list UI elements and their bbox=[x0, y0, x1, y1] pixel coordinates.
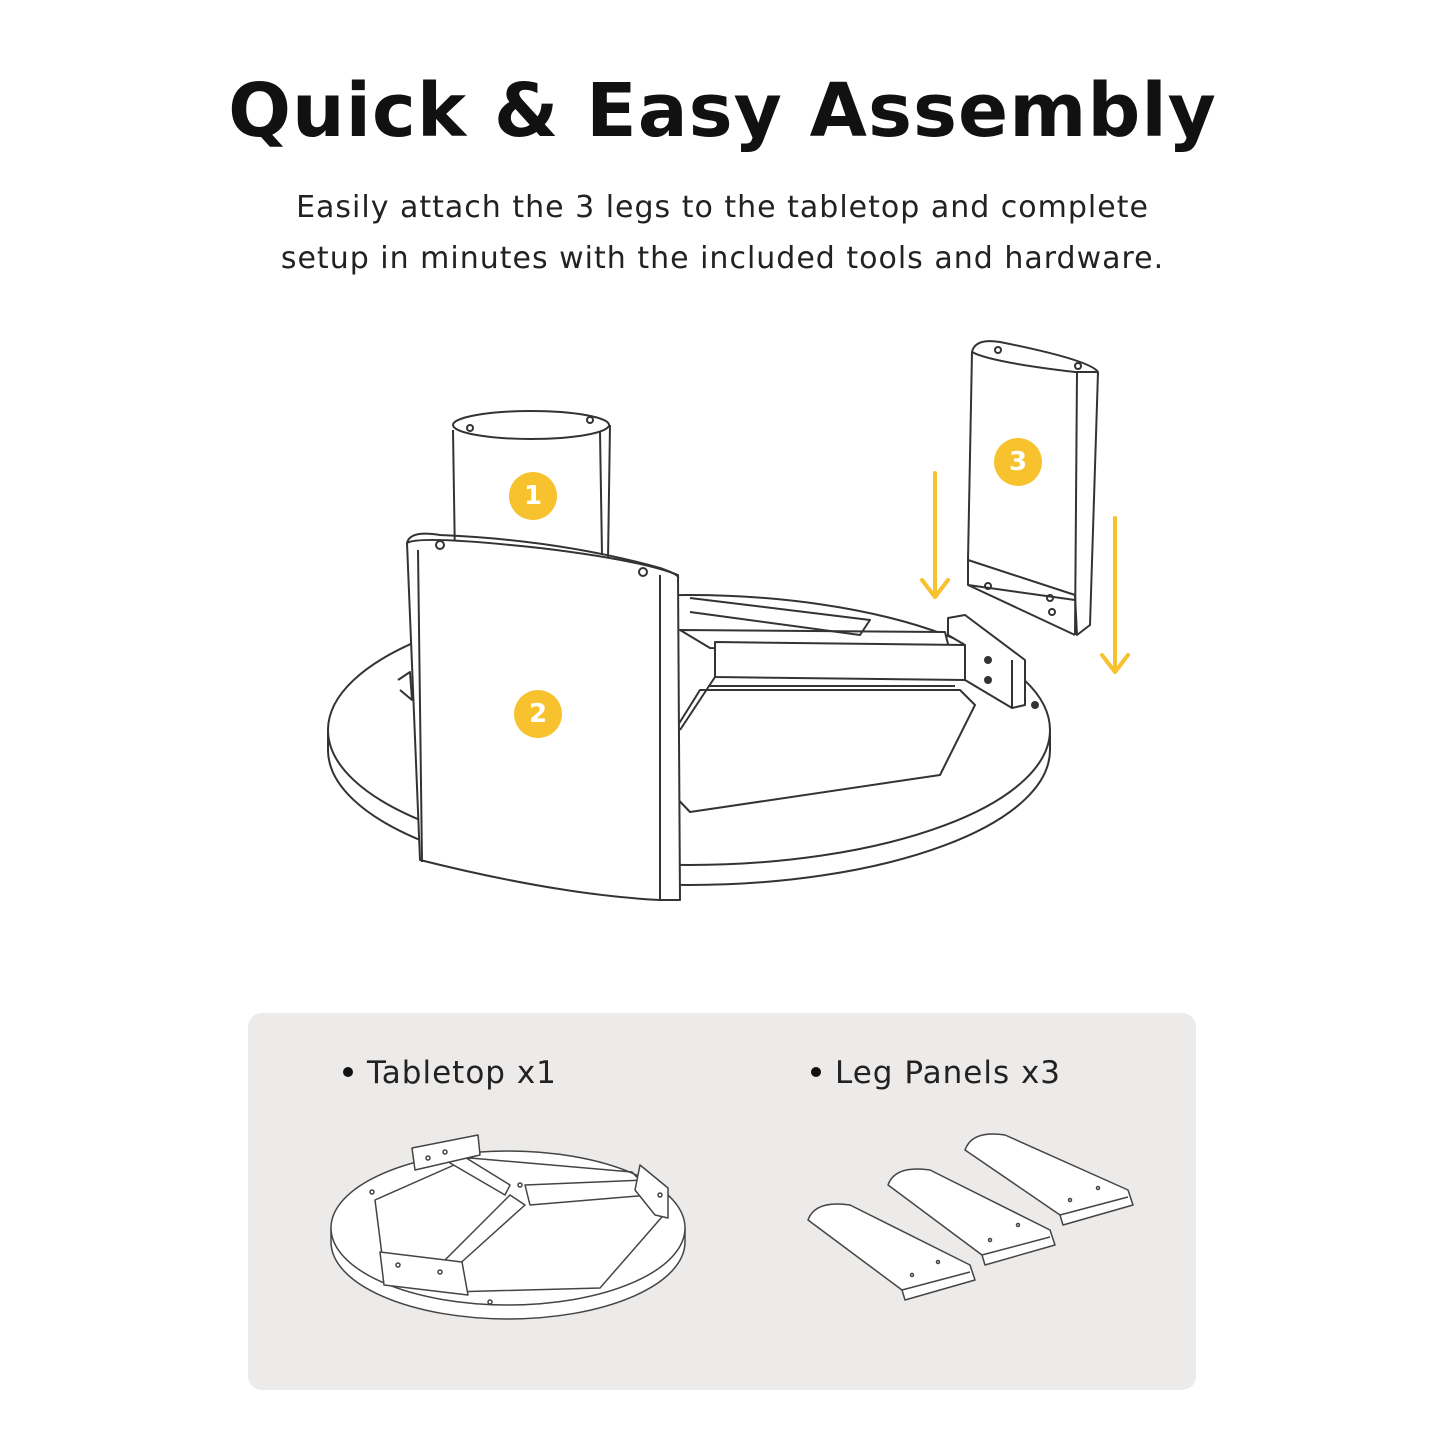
leg-badge-1: 1 bbox=[509, 472, 557, 520]
subtitle-line-2: setup in minutes with the included tools… bbox=[280, 241, 1165, 276]
bullet-icon bbox=[811, 1066, 821, 1077]
part-label-leg-panels: Leg Panels x3 bbox=[811, 1055, 1061, 1091]
assembly-illustration bbox=[327, 340, 1130, 901]
leg-badge-2: 2 bbox=[514, 690, 562, 738]
down-arrow-icon bbox=[920, 471, 950, 599]
subtitle-line-1: Easily attach the 3 legs to the tabletop… bbox=[296, 190, 1149, 225]
bullet-icon bbox=[343, 1066, 353, 1077]
page-title: Quick & Easy Assembly bbox=[228, 68, 1217, 154]
leg-panel-3 bbox=[967, 340, 1099, 636]
leg-badge-3: 3 bbox=[994, 438, 1042, 486]
down-arrow-icon bbox=[1100, 516, 1130, 674]
part-label-tabletop: Tabletop x1 bbox=[343, 1055, 557, 1091]
